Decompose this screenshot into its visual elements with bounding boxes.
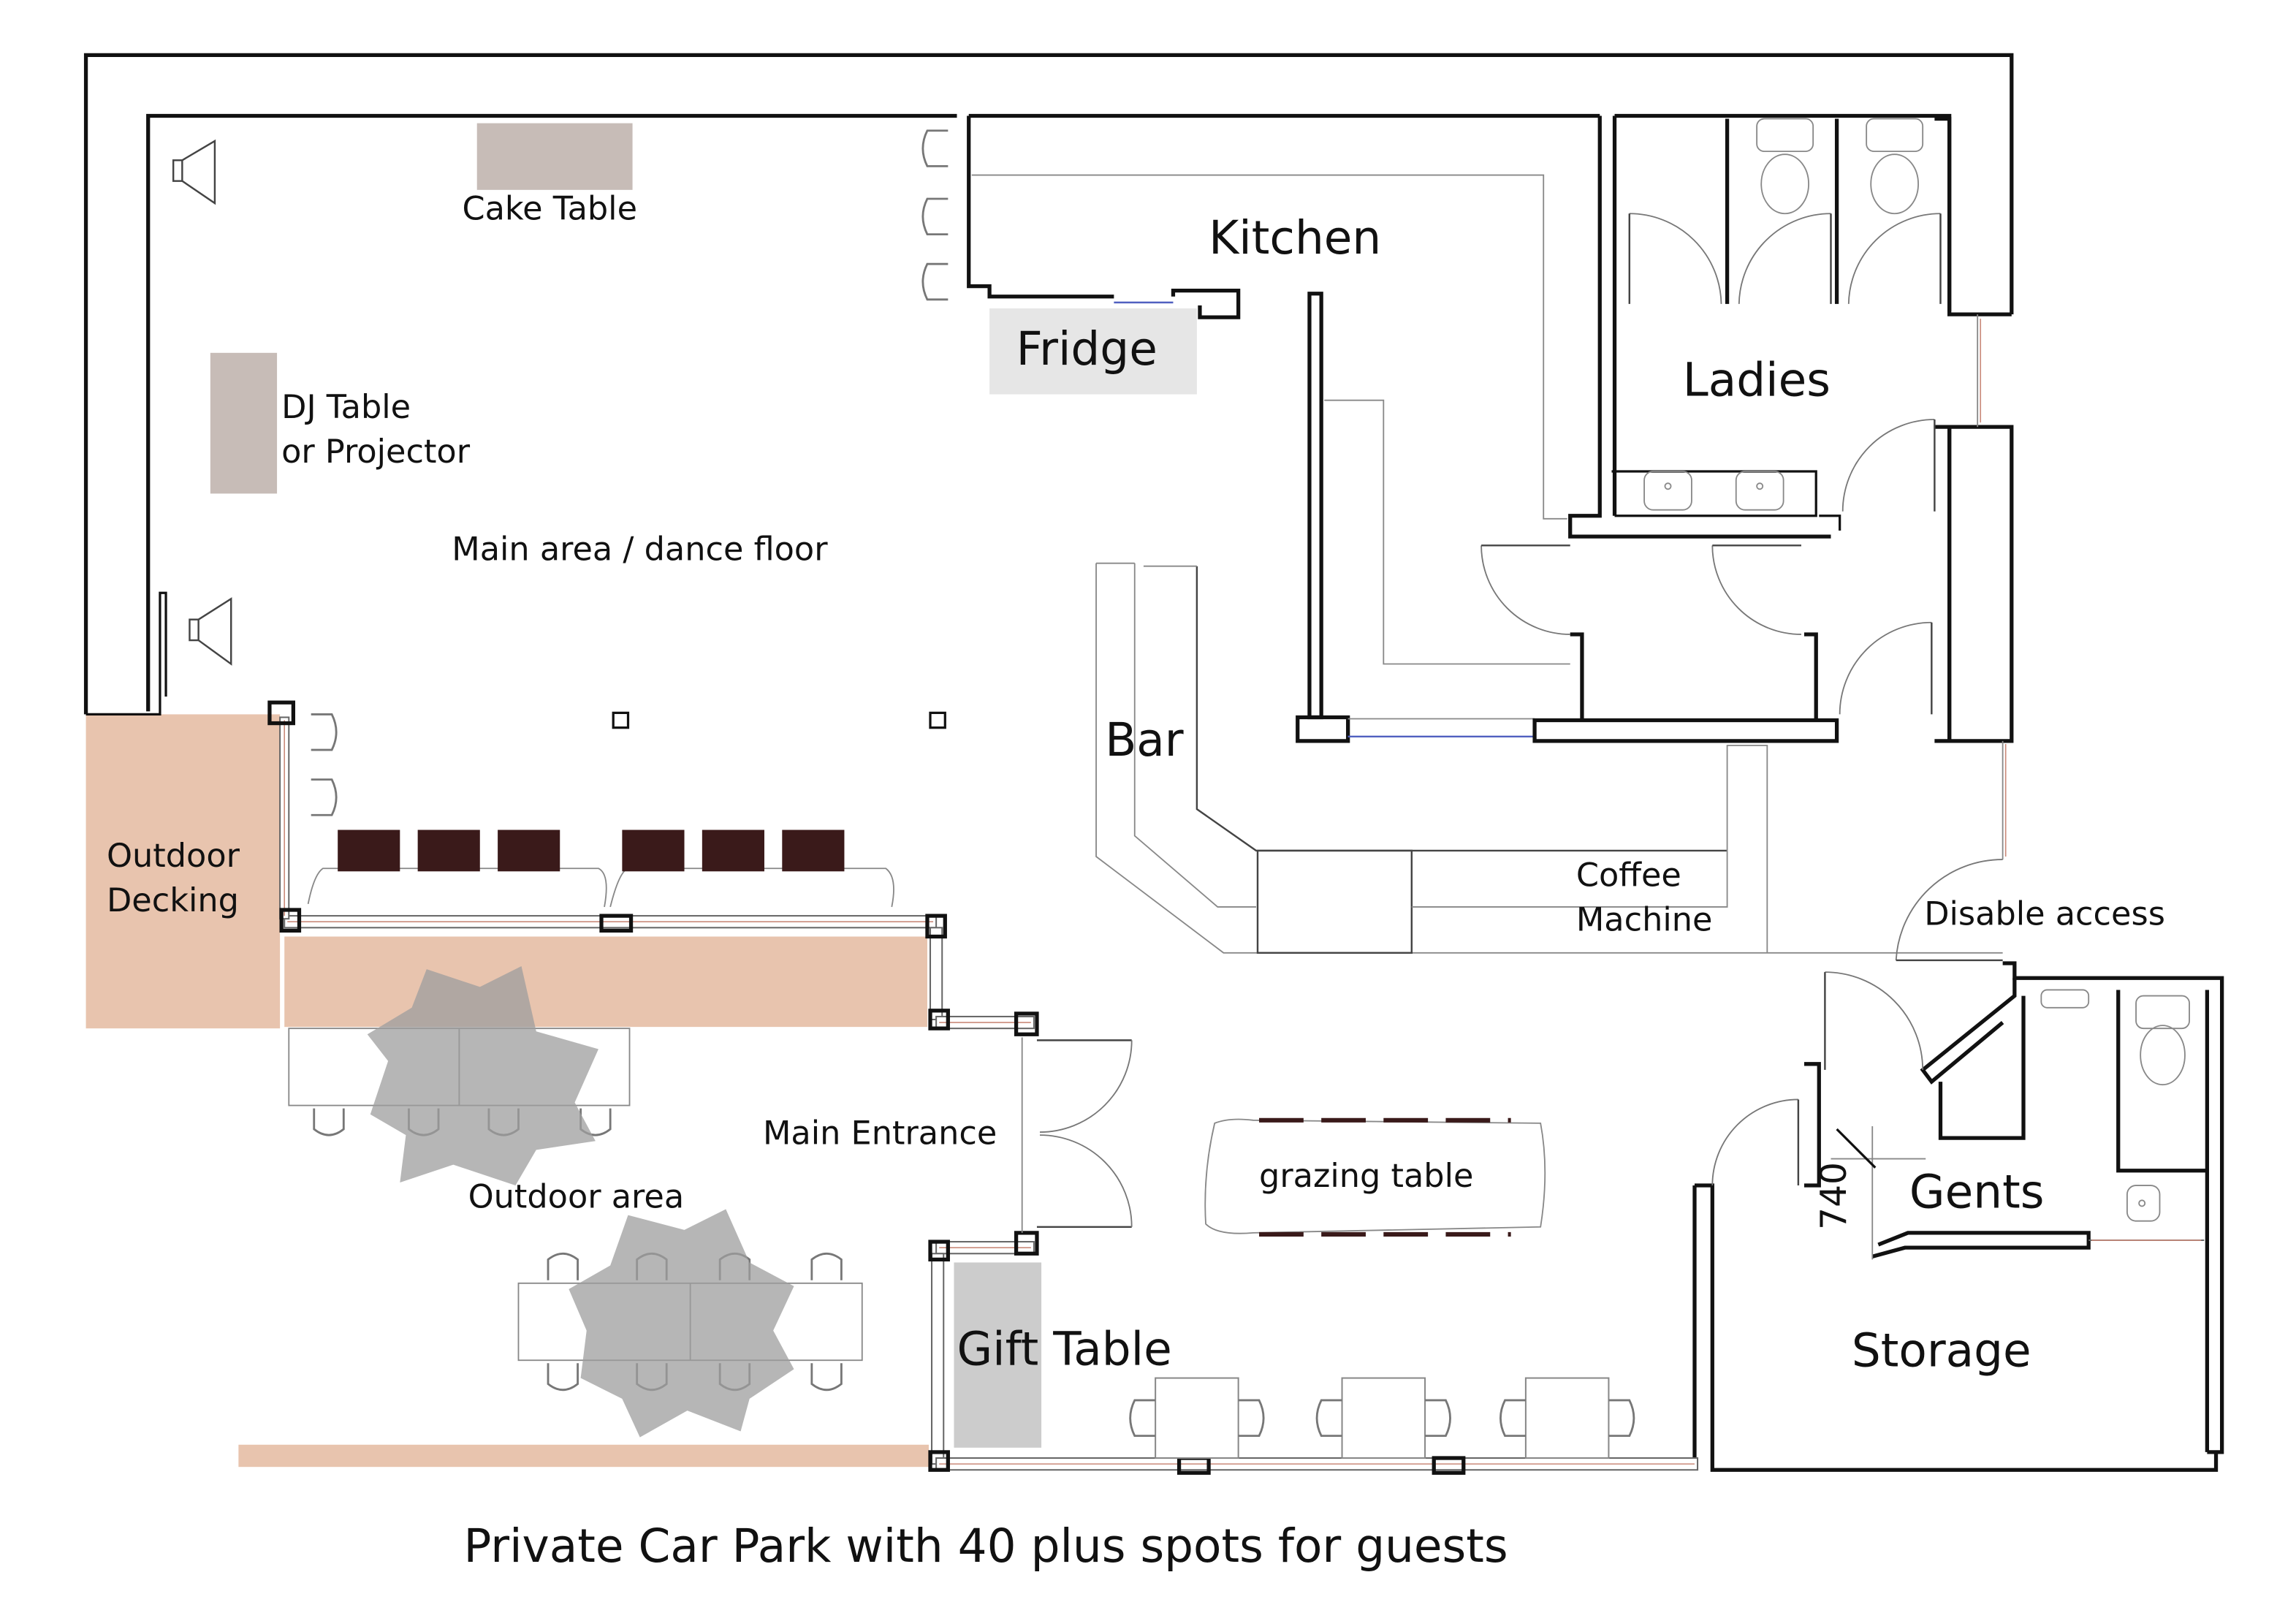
car-park-caption: Private Car Park with 40 plus spots for … — [463, 1519, 1508, 1573]
chair-icon — [810, 1363, 843, 1392]
toilet-icon — [2040, 989, 2090, 1009]
dimension-label: 740 — [1814, 1162, 1855, 1230]
kitchen-label: Kitchen — [1209, 211, 1381, 265]
speaker-icon — [189, 597, 232, 666]
disable-access-label: Disable access — [1924, 895, 2165, 933]
chair-icon — [921, 197, 949, 236]
chair-icon — [547, 1252, 579, 1280]
dj-table — [210, 352, 278, 494]
kitchen-walls — [967, 115, 1839, 743]
chair-icon — [1608, 1399, 1635, 1438]
bench-seat-icon — [498, 830, 560, 872]
bench-seat-icon — [338, 830, 400, 872]
speaker-icon — [172, 139, 216, 205]
gift-table — [954, 1262, 1042, 1448]
chair-icon — [1238, 1399, 1265, 1438]
coffee-machine-label-2: Machine — [1576, 900, 1713, 938]
dj-table-label-2: or Projector — [281, 433, 471, 471]
chair-icon — [311, 713, 338, 751]
outdoor-decking-bottom — [238, 1444, 929, 1468]
table-icon — [1341, 1377, 1426, 1459]
ladies-toilets — [1643, 118, 1924, 511]
toilet-icon — [1756, 118, 1814, 215]
outdoor-decking-label: Outdoor — [107, 837, 240, 875]
chair-icon — [1315, 1399, 1342, 1438]
table-icon — [1524, 1377, 1610, 1459]
outdoor-decking-left — [85, 714, 281, 1029]
chair-icon — [1129, 1399, 1156, 1438]
cake-table — [476, 123, 633, 190]
grazing-table — [1204, 1117, 1546, 1237]
sink-icon — [1643, 471, 1692, 511]
cake-table-label: Cake Table — [462, 189, 637, 227]
umbrella-icon — [367, 966, 598, 1186]
gents-fixtures — [2040, 989, 2190, 1222]
chair-icon — [810, 1252, 843, 1280]
room-labels: Cake Table DJ Table or Projector Main ar… — [107, 189, 2165, 1573]
chair-icon — [1425, 1399, 1451, 1438]
table-icon — [1155, 1377, 1239, 1459]
bench-seat-icon — [702, 830, 764, 872]
chair-icon — [1499, 1399, 1526, 1438]
main-entrance-label: Main Entrance — [763, 1114, 997, 1152]
sink-icon — [2126, 1185, 2161, 1222]
dj-table-label: DJ Table — [281, 388, 411, 426]
bench-seat-icon — [782, 830, 845, 872]
outdoor-decking-strip — [284, 936, 927, 1028]
toilet-icon — [1866, 118, 1924, 215]
wall-chairs-top — [921, 129, 949, 301]
chair-icon — [313, 1108, 345, 1136]
fridge-label: Fridge — [1016, 322, 1157, 376]
outdoor-table-set — [517, 1209, 863, 1438]
bar-label: Bar — [1105, 713, 1184, 767]
main-area-label: Main area / dance floor — [452, 531, 828, 569]
sink-icon — [1735, 471, 1784, 511]
outdoor-decking-areas — [85, 714, 929, 1468]
fridge-area — [989, 308, 1197, 395]
toilet-icon — [2135, 995, 2190, 1086]
south-glazing — [267, 700, 1699, 1475]
ladies-walls — [1570, 115, 1952, 743]
bar-counter — [1095, 562, 2003, 954]
gents-storage-walls — [1692, 961, 2224, 1472]
chair-icon — [311, 778, 338, 816]
outdoor-table-set — [288, 966, 631, 1186]
coffee-machine-label: Coffee — [1576, 857, 1681, 895]
outdoor-area-label: Outdoor area — [468, 1177, 685, 1215]
storage-label: Storage — [1852, 1324, 2031, 1377]
chair-icon — [921, 129, 949, 167]
ladies-doors — [1480, 213, 1942, 715]
gents-label: Gents — [1909, 1165, 2045, 1218]
bench-seat-icon — [622, 830, 685, 872]
outdoor-decking-label-2: Decking — [107, 881, 239, 919]
grazing-table-label: grazing table — [1259, 1157, 1473, 1195]
wall-chairs-left — [311, 713, 338, 816]
gift-table-label: Gift Table — [957, 1322, 1172, 1375]
chair-icon — [921, 262, 949, 301]
chair-icon — [547, 1363, 579, 1392]
bench-seat-icon — [417, 830, 480, 872]
gents-doors — [1711, 859, 2003, 1186]
indoor-tables — [1129, 1377, 1635, 1459]
bench-seating — [307, 830, 894, 908]
umbrella-icon — [569, 1209, 794, 1438]
ladies-label: Ladies — [1683, 354, 1831, 407]
main-entrance-doors[interactable] — [1021, 1037, 1133, 1233]
